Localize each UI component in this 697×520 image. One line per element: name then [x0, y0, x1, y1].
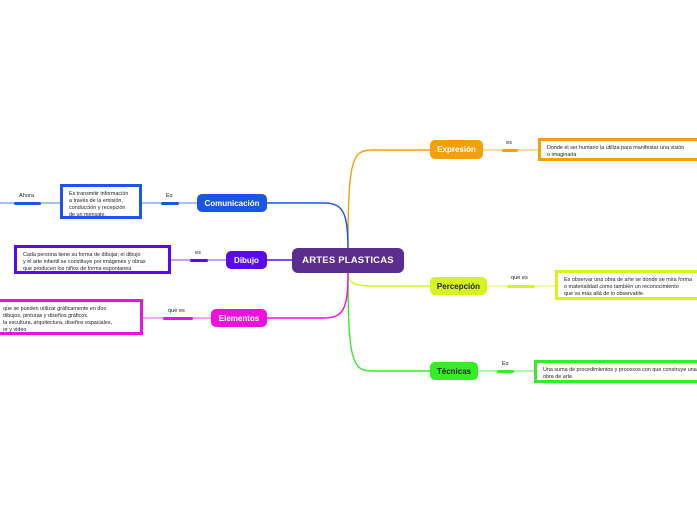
link-bar-percepcion — [507, 284, 535, 288]
link-label-elementos: que es — [168, 308, 185, 314]
topic-percepcion-label: Percepción — [436, 281, 481, 291]
link-bar-dibujo — [190, 258, 208, 262]
link-tecnicas — [347, 271, 430, 372]
link-label-tecnicas: Es — [502, 361, 509, 367]
central-topic[interactable]: ARTES PLASTICAS — [292, 248, 404, 273]
topic-tecnicas[interactable]: Técnicas — [430, 362, 478, 380]
topic-dibujo-label: Dibujo — [234, 255, 259, 265]
topic-expresion-label: Expresión — [437, 145, 476, 154]
text-percepcion: Es observar una obra de arte se donde se… — [555, 270, 697, 300]
link-elementos — [267, 271, 349, 319]
link-label-percepcion: que es — [511, 275, 528, 281]
topic-tecnicas-label: Técnicas — [436, 366, 472, 376]
text-tecnicas: Una suma de procedimientos y procesos co… — [534, 360, 697, 383]
link-bar-expresion — [502, 148, 518, 152]
topic-elementos[interactable]: Elementos — [211, 309, 267, 327]
link-label-dibujo: es — [195, 250, 201, 256]
topic-expresion[interactable]: Expresión — [430, 140, 483, 159]
link-bar-tecnicas — [497, 369, 514, 373]
link-label-comunicacion: Es — [166, 193, 173, 199]
text-dibujo: Cada persona tiene su forma de dibujar, … — [14, 245, 171, 274]
topic-comunicacion[interactable]: Comunicación — [197, 194, 267, 212]
link-label-expresion: es — [506, 140, 512, 146]
topic-dibujo[interactable]: Dibujo — [226, 251, 267, 269]
link-bar-comunicacion — [161, 201, 179, 205]
link-bar-comunicacion-ahora — [14, 201, 41, 205]
topic-elementos-label: Elementos — [218, 313, 260, 323]
topic-comunicacion-label: Comunicación — [204, 198, 260, 208]
link-label-comunicacion-ahora: Ahora — [19, 193, 34, 199]
link-expresion — [347, 149, 430, 251]
text-elementos: que se pueden utilizar gráficamente en d… — [0, 299, 143, 335]
link-comunicacion — [266, 202, 349, 251]
link-percepcion — [347, 271, 430, 287]
central-topic-label: ARTES PLASTICAS — [302, 255, 394, 266]
link-bar-elementos — [163, 316, 193, 320]
text-comunicacion: Es transmitir información a través de la… — [60, 184, 142, 219]
text-expresion: Donde el ser humano la utiliza para mani… — [538, 138, 697, 161]
topic-percepcion[interactable]: Percepción — [430, 277, 487, 295]
